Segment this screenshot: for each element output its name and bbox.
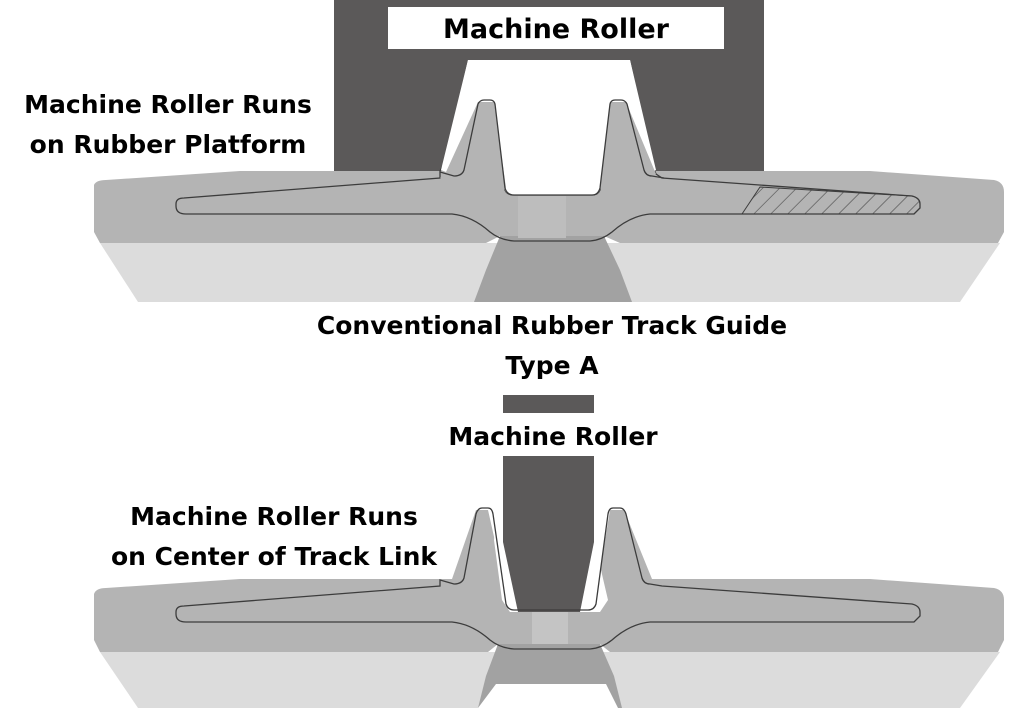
top-roller-gap xyxy=(441,60,656,195)
bottom-annotation-line2: on Center of Track Link xyxy=(111,542,438,571)
top-roller-label: Machine Roller xyxy=(443,14,670,45)
bottom-track-window xyxy=(478,684,618,708)
top-guide-tooth-right xyxy=(600,102,656,200)
top-roller-label-box xyxy=(388,7,724,49)
top-hatched-platform xyxy=(741,186,921,215)
top-guide-outline xyxy=(439,99,665,196)
bottom-roller-top xyxy=(503,395,594,413)
bottom-annotation-line1: Machine Roller Runs xyxy=(130,502,418,531)
diagram-title: Conventional Rubber Track Guide xyxy=(317,311,787,340)
bottom-center-slot xyxy=(532,612,568,644)
top-center-slot xyxy=(518,196,566,238)
bottom-roller-label: Machine Roller xyxy=(448,422,658,451)
top-annotation-line1: Machine Roller Runs xyxy=(24,90,312,119)
top-track-core xyxy=(474,236,632,302)
top-panel: Machine Roller Machine Roller Runs on Ru… xyxy=(24,0,1004,302)
bottom-panel: Machine Roller Machine Roller Runs on Ce… xyxy=(94,395,1004,708)
top-annotation-line2: on Rubber Platform xyxy=(30,130,307,159)
bottom-steel-outline xyxy=(175,507,921,650)
bottom-machine-roller xyxy=(503,456,594,612)
bottom-track-body xyxy=(94,510,1004,652)
diagram-subtitle: Type A xyxy=(505,351,599,380)
